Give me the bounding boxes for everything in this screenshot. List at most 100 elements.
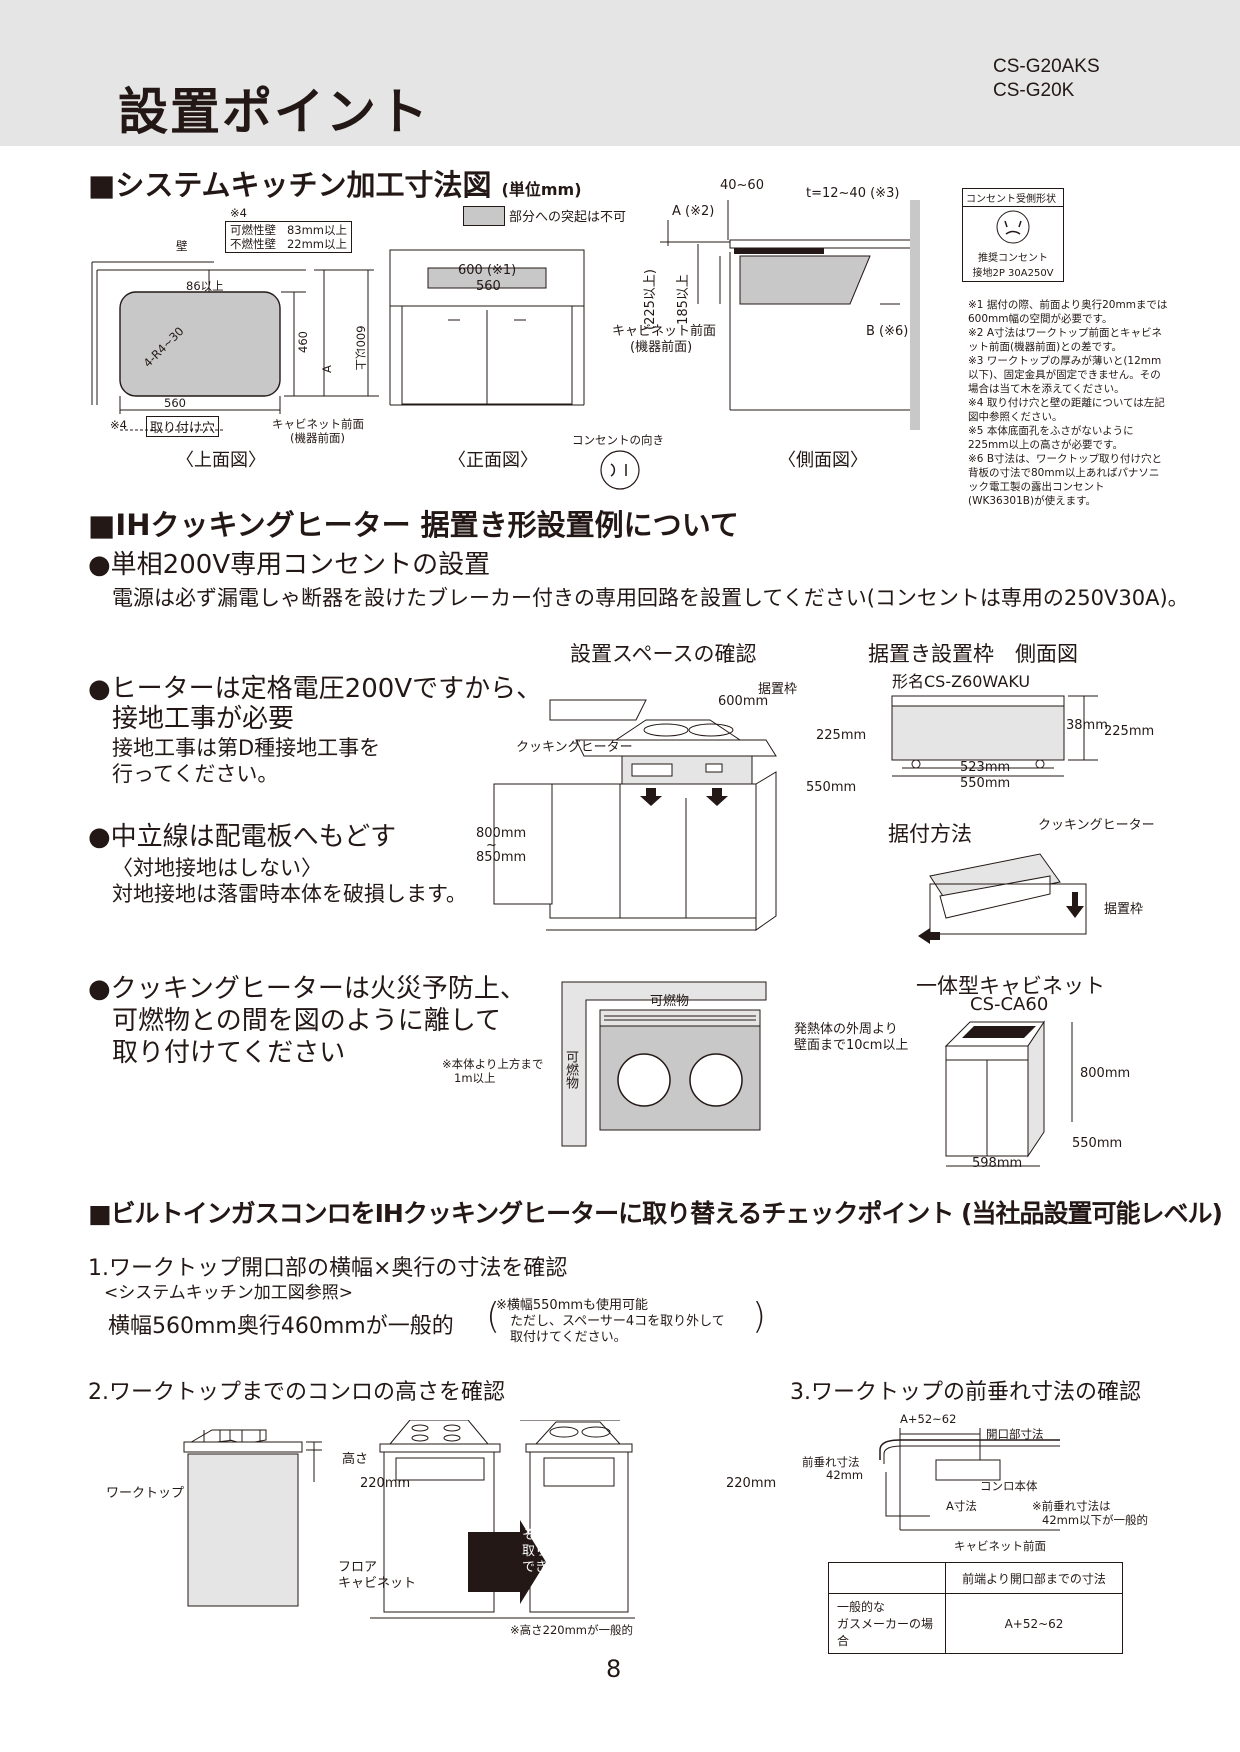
top-view-note-ref2: ※4 [110, 418, 127, 432]
row-label-line1: 一般的な [837, 1600, 886, 1614]
device-front-label: (機器前面) [290, 431, 345, 445]
paren-left: ( [486, 1296, 501, 1337]
table-cell-empty [828, 1562, 946, 1594]
neutral-text-2: 対地接地は落雷時本体を破損します。 [112, 882, 467, 906]
section1-heading-text: ■システムキッチン加工寸法図 [88, 168, 492, 202]
top-view-diagram [91, 261, 379, 431]
neutral-heading: ●中立線は配電板へもどす [88, 822, 397, 852]
space-dim-600: 600mm [718, 694, 769, 709]
cabinet-dim-598: 598mm [972, 1156, 1023, 1171]
frame-dim-38: 38mm [1066, 718, 1108, 733]
step2-dim-220-right: 220mm [726, 1476, 777, 1491]
note-item: ※3 ワークトップの厚みが薄いと(12mm以下)、固定金具が固定できません。その… [968, 355, 1162, 395]
cabinet-model: CS-CA60 [970, 994, 1049, 1015]
outlet-direction-label: コンセントの向き [572, 433, 664, 447]
section2-heading: ■IHクッキングヒーター 据置き形設置例について [88, 508, 739, 542]
mount-fig-title: 据付方法 [888, 822, 972, 846]
space-fig-title: 設置スペースの確認 [570, 642, 757, 666]
table-header: 前端より開口部までの寸法 [945, 1562, 1123, 1594]
side-view-diagram [660, 200, 920, 430]
mount-frame-label: 据置枠 [1104, 902, 1144, 917]
section1-notes: ※1 据付の際、前面より奥行20mmまでは600mm幅の空間が必要です。 ※2 … [968, 298, 1168, 508]
legend-swatch [463, 206, 505, 226]
step3-dim-a: A+52~62 [900, 1412, 957, 1426]
space-dim-225: 225mm [816, 728, 867, 743]
clearance-value: 22mm以上 [286, 237, 348, 251]
outlet-text: 電源は必ず漏電しゃ断器を設けたブレーカー付きの専用回路を設置してください(コンセ… [112, 586, 1189, 610]
ground-heading-2: 接地工事が必要 [112, 704, 295, 734]
model-number-2: CS-G20K [993, 80, 1075, 101]
opening-dimension-table: 前端より開口部までの寸法 一般的なガスメーカーの場合 A+52~62 [828, 1562, 1123, 1654]
page-title: 設置ポイント [118, 83, 430, 141]
cabinet-fig-title: 一体型キャビネット [916, 974, 1105, 998]
space-dim-550: 550mm [806, 780, 857, 795]
step3-cabinet-front: キャビネット前面 [954, 1539, 1046, 1553]
outlet-icon [600, 450, 640, 490]
section3-heading: ■ビルトインガスコンロをIHクッキングヒーターに取り替えるチェックポイント (当… [88, 1199, 1223, 1228]
frame-fig-title: 据置き設置枠 側面図 [868, 642, 1078, 666]
mounting-method-diagram [918, 853, 1087, 944]
side-dim-185: 185以上 [675, 274, 691, 325]
table-row-value: A+52~62 [945, 1593, 1123, 1654]
replace-note-3: できます。 [522, 1560, 586, 1575]
step1-note-1: ※横幅550mmも使用可能 [496, 1298, 649, 1313]
outlet-spec-box: コンセント受側形状 推奨コンセント 接地2P 30A250V [962, 188, 1064, 282]
frame-dim-523: 523mm [960, 760, 1011, 775]
step2-worktop-label: ワークトップ [106, 1486, 185, 1501]
front-hang-diagram [879, 1428, 1060, 1531]
paren-right: ) [752, 1296, 767, 1337]
ground-text-1: 接地工事は第D種接地工事を [112, 736, 381, 760]
step3-title: 3.ワークトップの前垂れ寸法の確認 [790, 1380, 1141, 1405]
side-dim-b: B (※6) [866, 324, 909, 339]
above-note-2: 1m以上 [454, 1071, 496, 1085]
cabinet-front-label: キャビネット前面 [272, 417, 364, 431]
wall-label: 壁 [176, 239, 188, 253]
frame-side-diagram [891, 695, 1098, 777]
integrated-cabinet-diagram [944, 1020, 1073, 1167]
outlet-spec-line2: 接地2P 30A250V [972, 268, 1054, 279]
side-note-1: 発熱体の外周より [794, 1022, 898, 1037]
side-note-2: 壁面まで10cm以上 [794, 1038, 909, 1053]
outlet-face-icon [996, 210, 1030, 244]
model-number-1: CS-G20AKS [993, 56, 1100, 77]
side-dim-t: t=12~40 (※3) [806, 186, 900, 201]
page-number: 8 [606, 1655, 622, 1683]
side-dim-a: A (※2) [672, 204, 715, 219]
table-row-label: 一般的なガスメーカーの場合 [828, 1593, 946, 1654]
fire-heading-1: ●クッキングヒーターは火災予防上、 [88, 974, 526, 1004]
side-view-caption: 〈側面図〉 [778, 450, 868, 471]
step1-note-2: ただし、スペーサー4コを取り外して [510, 1314, 725, 1329]
note-item: ※4 取り付け穴と壁の距離については左記図中参照ください。 [968, 397, 1165, 423]
ground-text-2: 行ってください。 [112, 762, 279, 786]
side-device-front: (機器前面) [630, 340, 693, 355]
space-dim-850: 850mm [476, 850, 527, 865]
clearance-label: 不燃性壁 [230, 237, 276, 251]
step1-note-3: 取付けてください。 [510, 1330, 627, 1345]
neutral-text-1: 〈対地接地はしない〉 [112, 856, 322, 880]
section1-heading: ■システムキッチン加工寸法図 (単位mm) [88, 162, 582, 204]
front-view-caption: 〈正面図〉 [448, 450, 538, 471]
dim-600: 600以上 [353, 325, 368, 371]
clearance-row: 不燃性壁 22mm以上 [230, 237, 347, 251]
mount-heater-label: クッキングヒーター [1038, 818, 1155, 833]
step1-title: 1.ワークトップ開口部の横幅×奥行の寸法を確認 [88, 1256, 568, 1281]
cabinet-dim-550: 550mm [1072, 1136, 1123, 1151]
step3-body-label: コンロ本体 [980, 1479, 1038, 1493]
outlet-spec-line1: 推奨コンセント [978, 253, 1048, 264]
fire-heading-2: 可燃物との間を図のように離して [112, 1006, 501, 1036]
step3-hang-value: 42mm [826, 1468, 864, 1482]
step2-floor-label: フロア [338, 1560, 378, 1575]
stove-height-diagram [183, 1420, 635, 1619]
step2-title: 2.ワークトップまでのコンロの高さを確認 [88, 1380, 505, 1405]
space-frame-label: 据置枠 [758, 682, 798, 697]
step2-dim-220-left: 220mm [360, 1476, 411, 1491]
clearance-value: 83mm以上 [286, 223, 348, 237]
installation-space-diagram [493, 699, 777, 931]
frame-dim-225: 225mm [1104, 724, 1155, 739]
table-row: 前端より開口部までの寸法 [828, 1562, 1123, 1594]
note-item: ※1 据付の際、前面より奥行20mmまでは600mm幅の空間が必要です。 [968, 299, 1168, 325]
side-cabinet-front: キャビネット前面 [612, 324, 717, 339]
replace-note-1: そのまま [522, 1528, 575, 1543]
unit-label: (単位mm) [501, 180, 582, 199]
front-dim-600: 600 (※1) [458, 263, 517, 278]
